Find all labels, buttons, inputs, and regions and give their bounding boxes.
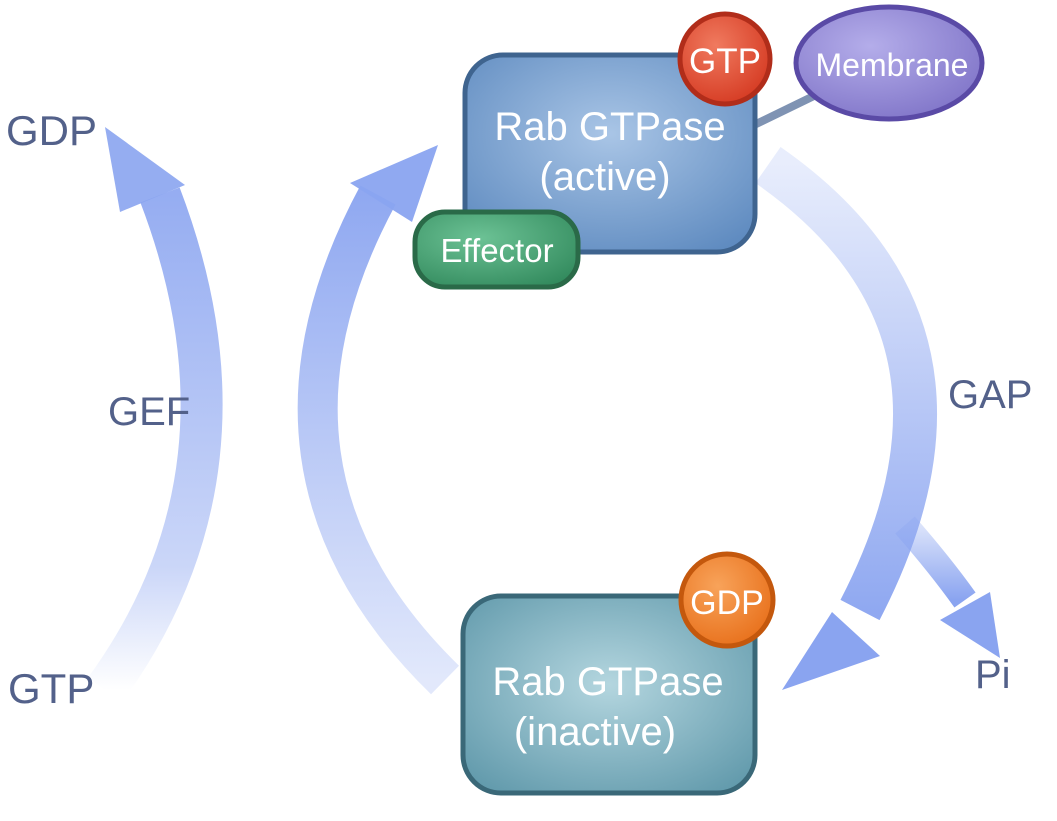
gdp-badge-label: GDP	[690, 584, 764, 622]
effector-label: Effector	[440, 232, 553, 269]
gdp-released-label: GDP	[6, 107, 97, 154]
inactive-box-line2: (inactive)	[514, 710, 676, 754]
gef-label: GEF	[108, 390, 190, 434]
activation-arrow	[297, 145, 459, 695]
gtp-badge: GTP	[677, 11, 773, 107]
gef-arrow	[88, 127, 223, 703]
membrane: Membrane	[793, 4, 985, 122]
gtp-badge-label: GTP	[689, 42, 761, 81]
inactive-box-line1: Rab GTPase	[492, 660, 723, 704]
gtp-bound-label: GTP	[8, 665, 94, 712]
active-box-line2: (active)	[539, 155, 670, 199]
active-box-line1: Rab GTPase	[494, 105, 725, 149]
pi-arrow	[895, 516, 1000, 658]
gdp-badge: GDP	[678, 551, 776, 649]
pi-label: Pi	[975, 653, 1011, 697]
effector: Effector	[412, 209, 581, 290]
gap-arrow	[755, 146, 938, 690]
rab-gtpase-inactive: Rab GTPase (inactive)	[460, 593, 758, 796]
membrane-label: Membrane	[816, 47, 969, 83]
gap-label: GAP	[948, 373, 1032, 417]
membrane-connector	[750, 89, 822, 130]
rab-gtpase-active: Rab GTPase (active)	[462, 52, 758, 255]
